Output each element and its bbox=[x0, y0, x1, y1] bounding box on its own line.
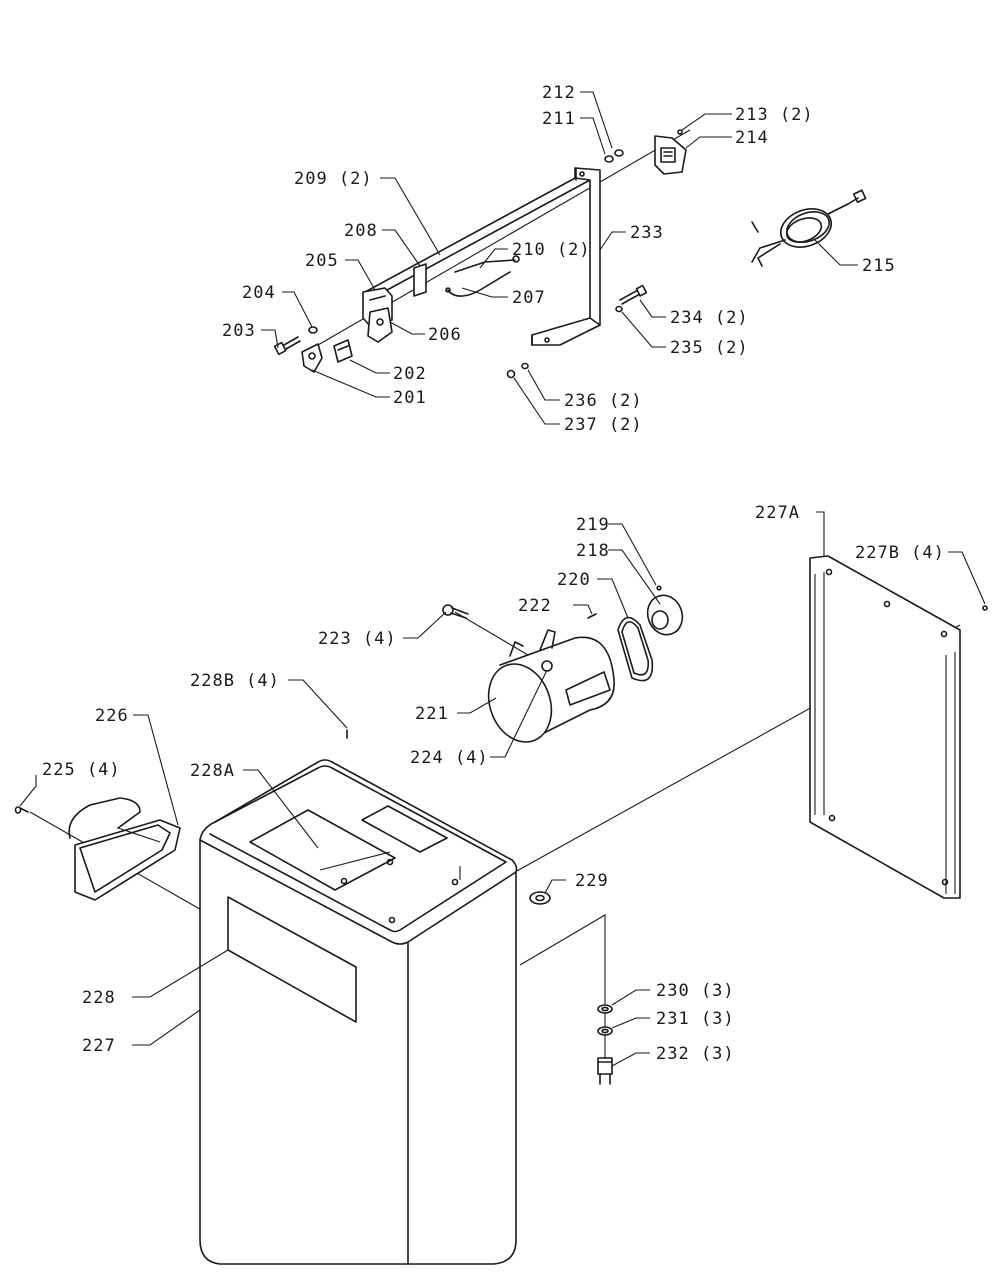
label-233: 233 bbox=[630, 223, 664, 243]
nut-212 bbox=[614, 149, 624, 157]
label-226: 226 bbox=[95, 706, 129, 726]
part-labels: 212 211 213 (2) 214 209 (2) 208 233 210 … bbox=[42, 83, 945, 1064]
screw-203 bbox=[273, 336, 301, 356]
screw-213 bbox=[677, 129, 683, 135]
bolt-223 bbox=[442, 604, 469, 619]
washer-204 bbox=[308, 326, 318, 334]
label-205: 205 bbox=[305, 251, 339, 271]
label-228: 228 bbox=[82, 988, 116, 1008]
screw-227b bbox=[982, 605, 988, 611]
key-222 bbox=[587, 613, 597, 619]
label-227b: 227B (4) bbox=[855, 543, 945, 563]
switch-box-214 bbox=[654, 135, 687, 175]
screw-234 bbox=[619, 284, 648, 305]
grommet-229 bbox=[529, 891, 551, 905]
label-211: 211 bbox=[542, 109, 576, 129]
label-219: 219 bbox=[576, 515, 610, 535]
washer-236 bbox=[521, 362, 529, 370]
label-206: 206 bbox=[428, 325, 462, 345]
label-223: 223 (4) bbox=[318, 629, 397, 649]
label-208: 208 bbox=[344, 221, 378, 241]
label-218: 218 bbox=[576, 541, 610, 561]
motor-221 bbox=[487, 629, 615, 743]
washer-230 bbox=[597, 1004, 613, 1014]
cabinet-227 bbox=[199, 759, 518, 1265]
wire-207 bbox=[445, 255, 520, 297]
label-204: 204 bbox=[242, 283, 276, 303]
lower-leader-lines bbox=[19, 511, 986, 1067]
label-203: 203 bbox=[222, 321, 256, 341]
washer-235 bbox=[615, 305, 623, 313]
belt-220 bbox=[617, 616, 654, 682]
label-237: 237 (2) bbox=[564, 415, 643, 435]
washer-231 bbox=[597, 1026, 613, 1036]
bolt-232 bbox=[597, 1057, 613, 1085]
label-202: 202 bbox=[393, 364, 427, 384]
upper-leader-lines bbox=[261, 91, 858, 425]
cover-206 bbox=[367, 307, 393, 343]
screw-225 bbox=[14, 806, 29, 814]
plate-208 bbox=[413, 263, 427, 297]
dust-chute-226 bbox=[68, 797, 181, 901]
label-228a: 228A bbox=[190, 761, 235, 781]
label-207: 207 bbox=[512, 288, 546, 308]
label-228b: 228B (4) bbox=[190, 671, 280, 691]
label-227: 227 bbox=[82, 1036, 116, 1056]
label-210: 210 (2) bbox=[512, 240, 591, 260]
label-215: 215 bbox=[862, 256, 896, 276]
label-201: 201 bbox=[393, 388, 427, 408]
label-225: 225 (4) bbox=[42, 760, 121, 780]
label-221: 221 bbox=[415, 704, 449, 724]
power-cord-215 bbox=[751, 189, 867, 267]
explode-line-hardware bbox=[519, 914, 606, 1060]
label-230: 230 (3) bbox=[656, 981, 735, 1001]
label-229: 229 bbox=[575, 871, 609, 891]
key-201 bbox=[301, 343, 323, 373]
label-222: 222 bbox=[518, 596, 552, 616]
label-209: 209 (2) bbox=[294, 169, 373, 189]
set-screw-219 bbox=[656, 585, 662, 591]
label-235: 235 (2) bbox=[670, 338, 749, 358]
label-231: 231 (3) bbox=[656, 1009, 735, 1029]
back-panel-227a bbox=[809, 555, 961, 899]
pulley-218 bbox=[646, 594, 684, 636]
label-234: 234 (2) bbox=[670, 308, 749, 328]
label-212: 212 bbox=[542, 83, 576, 103]
switch-202 bbox=[333, 339, 353, 363]
label-227a: 227A bbox=[755, 503, 800, 523]
label-236: 236 (2) bbox=[564, 391, 643, 411]
label-220: 220 bbox=[557, 570, 591, 590]
label-213: 213 (2) bbox=[735, 105, 814, 125]
label-224: 224 (4) bbox=[410, 748, 489, 768]
label-232: 232 (3) bbox=[656, 1044, 735, 1064]
nut-224 bbox=[541, 660, 553, 672]
nut-237 bbox=[506, 369, 516, 379]
washer-211 bbox=[604, 155, 614, 163]
label-214: 214 bbox=[735, 128, 769, 148]
